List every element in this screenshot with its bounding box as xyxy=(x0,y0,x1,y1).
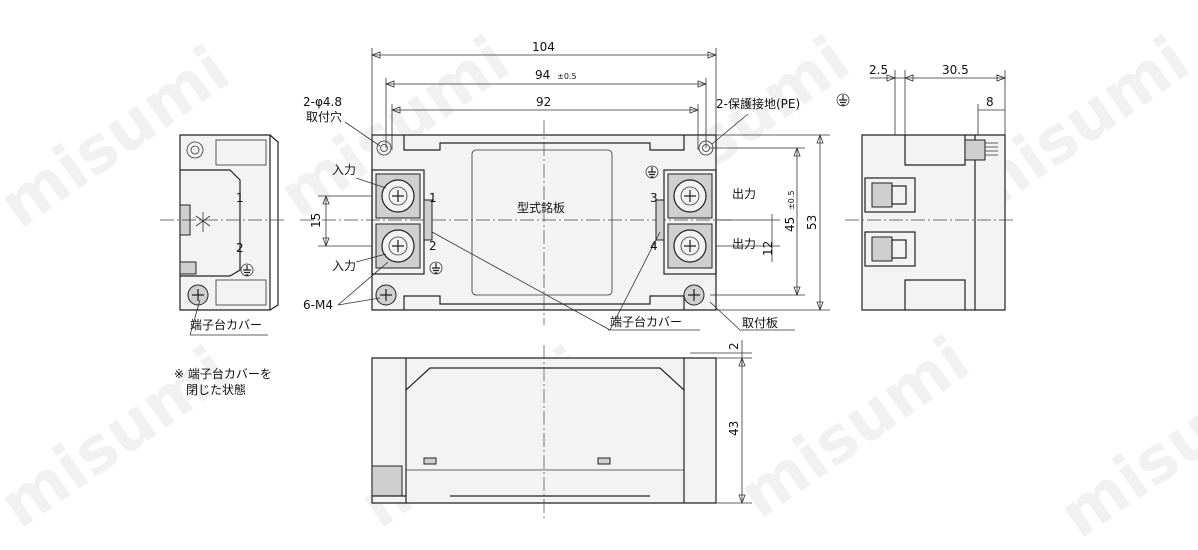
dim-94: 94 ±0.5 xyxy=(535,68,577,82)
left-side-view: 1 2 端子台カバー ※ 端子台カバーを 閉じた状態 xyxy=(160,134,285,397)
mount-hole-label: 2-φ4.8 xyxy=(303,95,342,109)
dim-2: 2 xyxy=(727,342,741,350)
mount-hole-sub-label: 取付穴 xyxy=(306,109,342,124)
mount-plate-label: 取付板 xyxy=(742,316,778,330)
dim-8: 8 xyxy=(986,95,994,109)
watermark-text: misumi xyxy=(1047,343,1198,550)
dim-45: 45 ±0.5 xyxy=(783,190,797,232)
dim-15: 15 xyxy=(309,213,323,228)
bottom-view: 2 43 xyxy=(371,340,752,520)
output-label-lower: 出力 xyxy=(732,237,756,251)
screw-head-icon xyxy=(375,284,397,306)
ground-icon xyxy=(429,261,443,275)
note-line-1: ※ 端子台カバーを xyxy=(174,366,272,381)
watermark-text: misumi xyxy=(0,333,243,543)
right-side-view: 2.5 30.5 8 xyxy=(845,63,1015,311)
terminal-label-2: 2 xyxy=(236,241,244,255)
ground-icon xyxy=(836,93,850,107)
note-line-2: 閉じた状態 xyxy=(186,382,246,397)
terminal-label-3: 3 xyxy=(650,191,658,205)
watermark-text: misumi xyxy=(727,323,983,533)
dim-92: 92 xyxy=(536,95,551,109)
dim-53: 53 xyxy=(805,215,819,230)
nameplate-label: 型式銘板 xyxy=(517,200,565,215)
ground-icon xyxy=(645,165,659,179)
terminal-label-1: 1 xyxy=(429,191,437,205)
ground-icon xyxy=(240,263,254,277)
terminal-label-1: 1 xyxy=(236,191,244,205)
input-label-lower: 入力 xyxy=(332,259,356,273)
terminal-cover-label-left: 端子台カバー xyxy=(190,317,262,332)
terminal-label-2: 2 xyxy=(429,239,437,253)
front-view: 型式銘板 xyxy=(300,40,850,331)
protective-earth-label: 2-保護接地(PE) xyxy=(716,96,800,111)
input-label-upper: 入力 xyxy=(332,163,356,177)
dim-30-5: 30.5 xyxy=(942,63,969,77)
terminal-cover-label: 端子台カバー xyxy=(610,314,682,329)
output-label-upper: 出力 xyxy=(732,187,756,201)
dim-104: 104 xyxy=(532,40,555,54)
screw-head-icon xyxy=(187,284,209,306)
dim-12: 12 xyxy=(761,241,775,256)
dim-43: 43 xyxy=(727,421,741,436)
screw-label: 6-M4 xyxy=(303,298,333,312)
dim-2-5: 2.5 xyxy=(869,63,888,77)
terminal-label-4: 4 xyxy=(650,239,658,253)
screw-head-icon xyxy=(683,284,705,306)
